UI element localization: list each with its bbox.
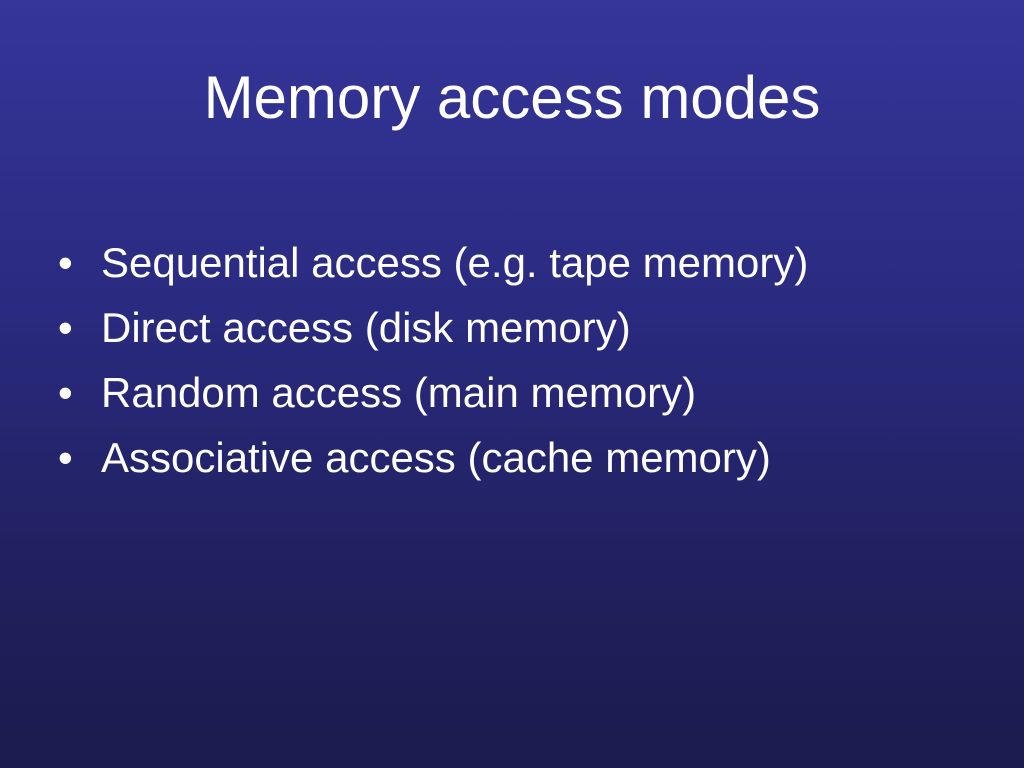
bullet-glyph: • [58, 369, 73, 416]
bullet-glyph: • [58, 434, 73, 481]
bullet-item-direct: • Direct access (disk memory) [58, 295, 808, 360]
bullet-item-sequential: • Sequential access (e.g. tape memory) [58, 230, 808, 295]
bullet-item-associative: • Associative access (cache memory) [58, 425, 808, 490]
bullet-text: Sequential access (e.g. tape memory) [101, 239, 809, 286]
bullet-text: Associative access (cache memory) [101, 434, 771, 481]
bullet-text: Random access (main memory) [101, 369, 697, 416]
bullet-item-random: • Random access (main memory) [58, 360, 808, 425]
bullet-glyph: • [58, 304, 73, 351]
bullet-list: • Sequential access (e.g. tape memory) •… [58, 230, 808, 490]
bullet-text: Direct access (disk memory) [101, 304, 631, 351]
bullet-glyph: • [58, 239, 73, 286]
slide-title: Memory access modes [203, 64, 821, 131]
